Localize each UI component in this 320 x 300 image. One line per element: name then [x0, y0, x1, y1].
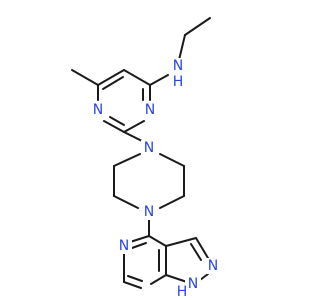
atom-label-fused-n5: N [119, 238, 129, 254]
bond-pip-n1-c [113, 153, 141, 167]
bond-c4-c3a [148, 235, 167, 247]
bond-c3a-c3 [165, 237, 197, 247]
bond-ethyl-ch2 [178, 34, 186, 61]
bond-c3-n2-double [190, 243, 202, 261]
atom-bg-piperazine-n1 [141, 140, 157, 156]
atom-label-pyrimidine-n3: N [145, 102, 155, 118]
bond-c2-pip-n [123, 131, 145, 143]
atom-label-pyrazole-n1: N [188, 276, 198, 292]
bond-c7a-n7 [150, 274, 167, 285]
atom-bg-fused-n5 [116, 238, 132, 254]
bond-pip-c-n4-right [159, 195, 185, 209]
atom-bg-pyrimidine-n3 [142, 102, 158, 118]
atom-label-amine-h: H [173, 74, 184, 90]
bond-c4-n5-double [131, 242, 147, 249]
atom-bg-piperazine-n4 [141, 204, 157, 220]
atom-label-pyrazole-n2: N [208, 258, 218, 274]
bond-c3-n2 [195, 237, 209, 259]
bond-n7-c6-double [127, 275, 143, 282]
molecule-structure-diagram: N H N N N N N N N H [71, 17, 221, 300]
bond-n7-c6 [123, 281, 142, 289]
bond-methyl [71, 69, 99, 86]
bond-n1-c2 [103, 120, 125, 133]
atom-bg-pyrazole-n2 [205, 258, 221, 274]
atom-label-pyrimidine-n1: N [93, 102, 103, 118]
atom-labels: N H N N N N N N N H [90, 58, 221, 300]
bond-c5-c6-double [102, 76, 124, 90]
atom-label-pyrazole-h: H [177, 284, 188, 300]
bond-c4-n5 [129, 235, 150, 243]
bond-n3-c2 [123, 120, 145, 133]
bond-pip-c-n4-left [113, 195, 139, 209]
bond-lines [71, 17, 211, 289]
bond-c5-c6 [97, 69, 125, 86]
bond-n1-c2-double [109, 116, 125, 126]
atom-bg-pyrazole-n1 [185, 276, 201, 292]
bond-c4-c5 [123, 69, 151, 86]
atom-label-piperazine-n1: N [144, 140, 154, 156]
bond-ethyl-ch3 [184, 17, 211, 36]
bond-nh-c4 [149, 74, 169, 86]
bond-pip-n1-c2 [159, 153, 185, 167]
atom-bg-amine [170, 58, 186, 74]
atom-label-amine-n: N [173, 58, 183, 74]
atom-label-piperazine-n4: N [144, 204, 154, 220]
atom-bg-pyrimidine-n1 [90, 102, 106, 118]
